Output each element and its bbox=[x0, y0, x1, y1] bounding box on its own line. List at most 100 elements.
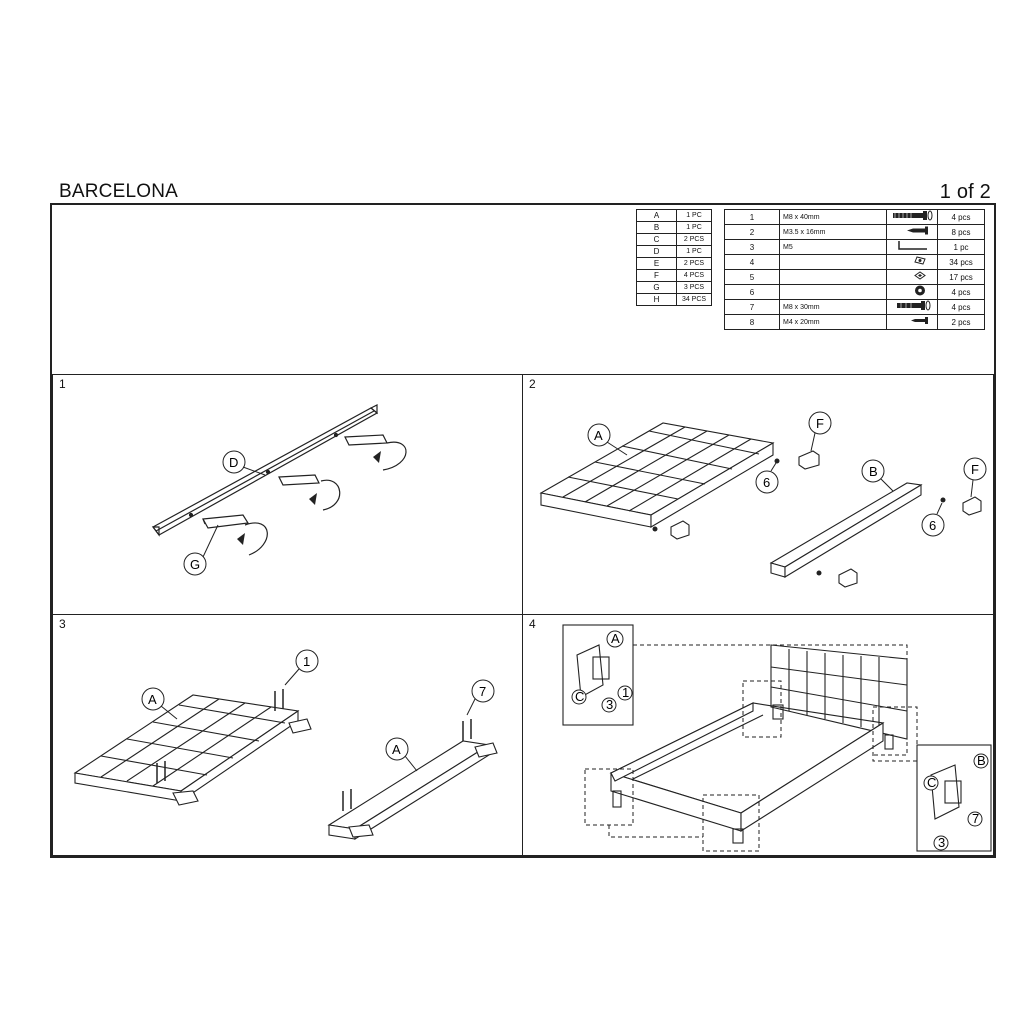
hardware-qty: 34 pcs bbox=[937, 254, 985, 270]
hardware-size: M8 x 30mm bbox=[779, 299, 887, 315]
small-screw-icon bbox=[886, 314, 938, 330]
long-bolt-icon bbox=[886, 209, 938, 225]
hardware-num: 6 bbox=[724, 284, 780, 300]
callout-a: A bbox=[611, 631, 620, 646]
callout-b: B bbox=[869, 464, 878, 479]
step-3-illustration: A 1 A 7 bbox=[73, 649, 498, 840]
hardware-row: 8 M4 x 20mm 2 pcs bbox=[724, 314, 985, 330]
part-id: E bbox=[636, 257, 677, 270]
step-number: 1 bbox=[59, 377, 66, 391]
step-number: 3 bbox=[59, 617, 66, 631]
step-2-panel: 2 A bbox=[522, 374, 994, 615]
hardware-num: 2 bbox=[724, 224, 780, 240]
callout-f: F bbox=[971, 462, 979, 477]
hardware-size: M8 x 40mm bbox=[779, 209, 887, 225]
callout-6: 6 bbox=[763, 475, 770, 490]
hardware-num: 8 bbox=[724, 314, 780, 330]
hardware-row: 2 M3.5 x 16mm 8 pcs bbox=[724, 224, 985, 240]
hardware-qty: 2 pcs bbox=[937, 314, 985, 330]
part-id: A bbox=[636, 209, 677, 222]
callout-1: 1 bbox=[303, 654, 310, 669]
step-number: 4 bbox=[529, 617, 536, 631]
hardware-row: 1 M8 x 40mm 4 pcs bbox=[724, 209, 985, 225]
callout-d: D bbox=[229, 455, 238, 470]
hardware-size bbox=[779, 284, 887, 300]
hardware-size bbox=[779, 254, 887, 270]
part-qty: 34 PCS bbox=[676, 293, 712, 306]
step-1-illustration: D G bbox=[151, 404, 407, 576]
step-4-panel: 4 bbox=[522, 614, 994, 856]
hardware-row: 3 M5 1 pc bbox=[724, 239, 985, 255]
part-id: G bbox=[636, 281, 677, 294]
step-3-panel: 3 bbox=[52, 614, 523, 856]
callout-b: B bbox=[977, 753, 986, 768]
callout-3: 3 bbox=[606, 697, 613, 712]
callout-7: 7 bbox=[479, 684, 486, 699]
part-qty: 1 PC bbox=[676, 209, 712, 222]
allen-key-icon bbox=[886, 239, 938, 255]
part-qty: 2 PCS bbox=[676, 233, 712, 246]
step-1-panel: 1 D G bbox=[52, 374, 523, 615]
part-qty: 2 PCS bbox=[676, 257, 712, 270]
instruction-sheet-frame bbox=[50, 203, 996, 858]
part-qty: 1 PC bbox=[676, 245, 712, 258]
button-base-icon bbox=[886, 269, 938, 285]
page-number: 1 of 2 bbox=[939, 181, 991, 203]
document-title: BARCELONA bbox=[59, 181, 179, 202]
hardware-qty: 17 pcs bbox=[937, 269, 985, 285]
callout-a: A bbox=[148, 692, 157, 707]
button-cap-icon bbox=[886, 254, 938, 270]
hardware-size: M4 x 20mm bbox=[779, 314, 887, 330]
callout-3: 3 bbox=[938, 835, 945, 850]
callout-g: G bbox=[190, 557, 200, 572]
hardware-num: 7 bbox=[724, 299, 780, 315]
step-2-illustration: A F 6 B F 6 bbox=[539, 411, 987, 588]
part-qty: 3 PCS bbox=[676, 281, 712, 294]
hardware-num: 5 bbox=[724, 269, 780, 285]
bolt-icon bbox=[886, 299, 938, 315]
hardware-qty: 4 pcs bbox=[937, 284, 985, 300]
hardware-size: M5 bbox=[779, 239, 887, 255]
hardware-num: 4 bbox=[724, 254, 780, 270]
hardware-size: M3.5 x 16mm bbox=[779, 224, 887, 240]
hardware-row: 5 17 pcs bbox=[724, 269, 985, 285]
hardware-row: 6 4 pcs bbox=[724, 284, 985, 300]
washer-icon bbox=[886, 284, 938, 300]
part-id: F bbox=[636, 269, 677, 282]
part-qty: 1 PC bbox=[676, 221, 712, 234]
step-4-illustration: A C 3 1 B C 7 3 bbox=[562, 624, 992, 852]
hardware-qty: 1 pc bbox=[937, 239, 985, 255]
hardware-qty: 8 pcs bbox=[937, 224, 985, 240]
screw-icon bbox=[886, 224, 938, 240]
callout-f: F bbox=[816, 416, 824, 431]
step-number: 2 bbox=[529, 377, 536, 391]
hardware-size bbox=[779, 269, 887, 285]
part-qty: 4 PCS bbox=[676, 269, 712, 282]
hardware-row: 7 M8 x 30mm 4 pcs bbox=[724, 299, 985, 315]
callout-7: 7 bbox=[972, 811, 979, 826]
part-id: H bbox=[636, 293, 677, 306]
hardware-row: 4 34 pcs bbox=[724, 254, 985, 270]
hardware-num: 1 bbox=[724, 209, 780, 225]
part-id: D bbox=[636, 245, 677, 258]
callout-1: 1 bbox=[622, 685, 629, 700]
hardware-qty: 4 pcs bbox=[937, 299, 985, 315]
callout-a: A bbox=[392, 742, 401, 757]
part-id: C bbox=[636, 233, 677, 246]
hardware-table: 1 M8 x 40mm 4 pcs 2 M3.5 x 16mm 8 pcs 3 … bbox=[724, 209, 985, 330]
hardware-qty: 4 pcs bbox=[937, 209, 985, 225]
callout-c: C bbox=[927, 775, 936, 790]
part-id: B bbox=[636, 221, 677, 234]
hardware-num: 3 bbox=[724, 239, 780, 255]
callout-c: C bbox=[575, 689, 584, 704]
callout-6: 6 bbox=[929, 518, 936, 533]
